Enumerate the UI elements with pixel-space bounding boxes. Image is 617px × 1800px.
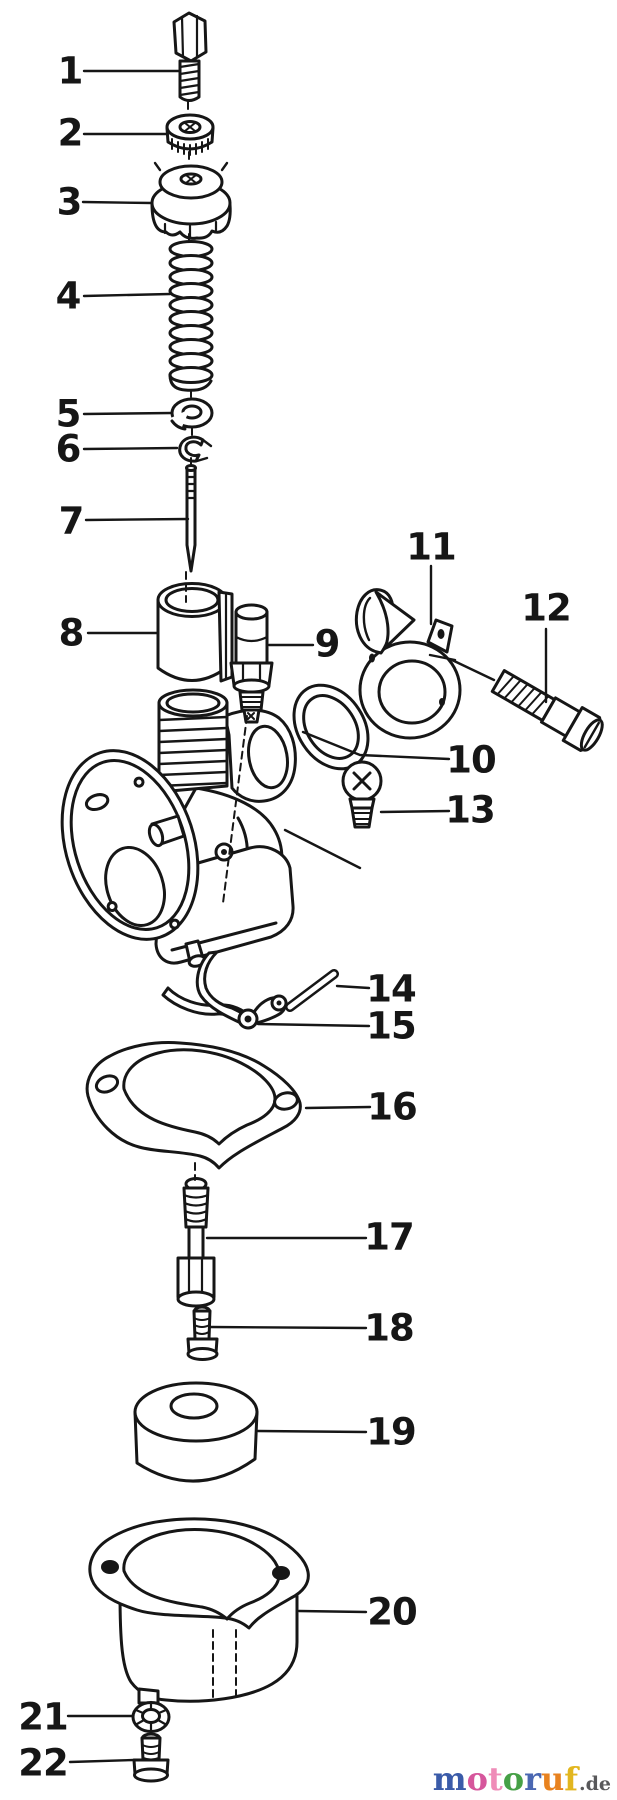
watermark-letter: m <box>432 1760 467 1798</box>
part-label-8: 8 <box>58 611 85 655</box>
part-10-sealing-ring-drawing <box>292 683 370 771</box>
part-18-main-jet-drawing <box>186 1305 219 1361</box>
part-label-13: 13 <box>445 788 495 832</box>
watermark-letter: r <box>524 1760 541 1798</box>
part-16-bowl-gasket-drawing <box>85 1041 302 1170</box>
part-7-jet-needle-drawing <box>185 464 197 573</box>
part-label-12: 12 <box>521 586 571 630</box>
part-label-20: 20 <box>367 1590 417 1634</box>
watermark-motoruf-logo[interactable]: motoruf .de <box>433 1760 611 1798</box>
part-9-needle-jet-drawing <box>229 603 274 724</box>
watermark-letter: f <box>564 1760 578 1798</box>
part-label-10: 10 <box>446 738 496 782</box>
part-4-throttle-spring-drawing <box>168 240 214 392</box>
part-17-jet-holder-drawing <box>176 1177 216 1308</box>
part-label-19: 19 <box>366 1410 416 1454</box>
part-label-6: 6 <box>55 427 82 471</box>
part-13-pan-screw-drawing <box>341 760 383 829</box>
part-11-mounting-clamp-drawing <box>354 588 462 740</box>
assembly-centerlines <box>185 101 248 1703</box>
watermark-letters: motoruf <box>433 1760 578 1798</box>
part-label-1: 1 <box>57 49 84 93</box>
part-2-knurled-nut-drawing <box>165 113 215 156</box>
part-label-16: 16 <box>367 1085 417 1129</box>
watermark-suffix: .de <box>579 1773 611 1795</box>
watermark-letter: o <box>502 1760 525 1798</box>
part-14-float-pin-drawing <box>285 969 339 1012</box>
part-22-drain-screw-drawing <box>132 1732 170 1783</box>
part-5-spring-seat-drawing <box>169 397 214 433</box>
part-label-21: 21 <box>18 1695 68 1739</box>
part-6-needle-clip-drawing <box>178 435 213 463</box>
leader-lines <box>66 69 548 1764</box>
part-21-lock-washer-drawing <box>131 1700 171 1733</box>
part-3-chamber-cap-drawing <box>150 161 232 240</box>
part-label-22: 22 <box>18 1741 68 1785</box>
carburetor-body-drawing <box>60 688 297 968</box>
part-label-15: 15 <box>366 1004 416 1048</box>
part-label-9: 9 <box>314 622 341 666</box>
part-label-4: 4 <box>55 274 82 318</box>
part-15-float-lever-drawing <box>161 950 288 1030</box>
part-label-14: 14 <box>366 967 416 1011</box>
watermark-letter: u <box>540 1760 565 1798</box>
part-label-18: 18 <box>364 1306 414 1350</box>
part-label-5: 5 <box>55 392 82 436</box>
part-19-float-drawing <box>133 1381 259 1483</box>
watermark-letter: o <box>466 1760 488 1798</box>
part-label-17: 17 <box>364 1215 414 1259</box>
watermark-letter: t <box>487 1760 503 1798</box>
part-20-float-bowl-drawing <box>88 1517 310 1705</box>
part-12-clamp-bolt-drawing <box>490 669 604 752</box>
part-label-7: 7 <box>58 499 85 543</box>
part-label-2: 2 <box>57 111 84 155</box>
part-label-11: 11 <box>406 525 456 569</box>
part-label-3: 3 <box>56 180 83 224</box>
part-1-adjuster-bolt-drawing <box>172 11 208 102</box>
part-8-throttle-slide-drawing <box>156 582 234 683</box>
